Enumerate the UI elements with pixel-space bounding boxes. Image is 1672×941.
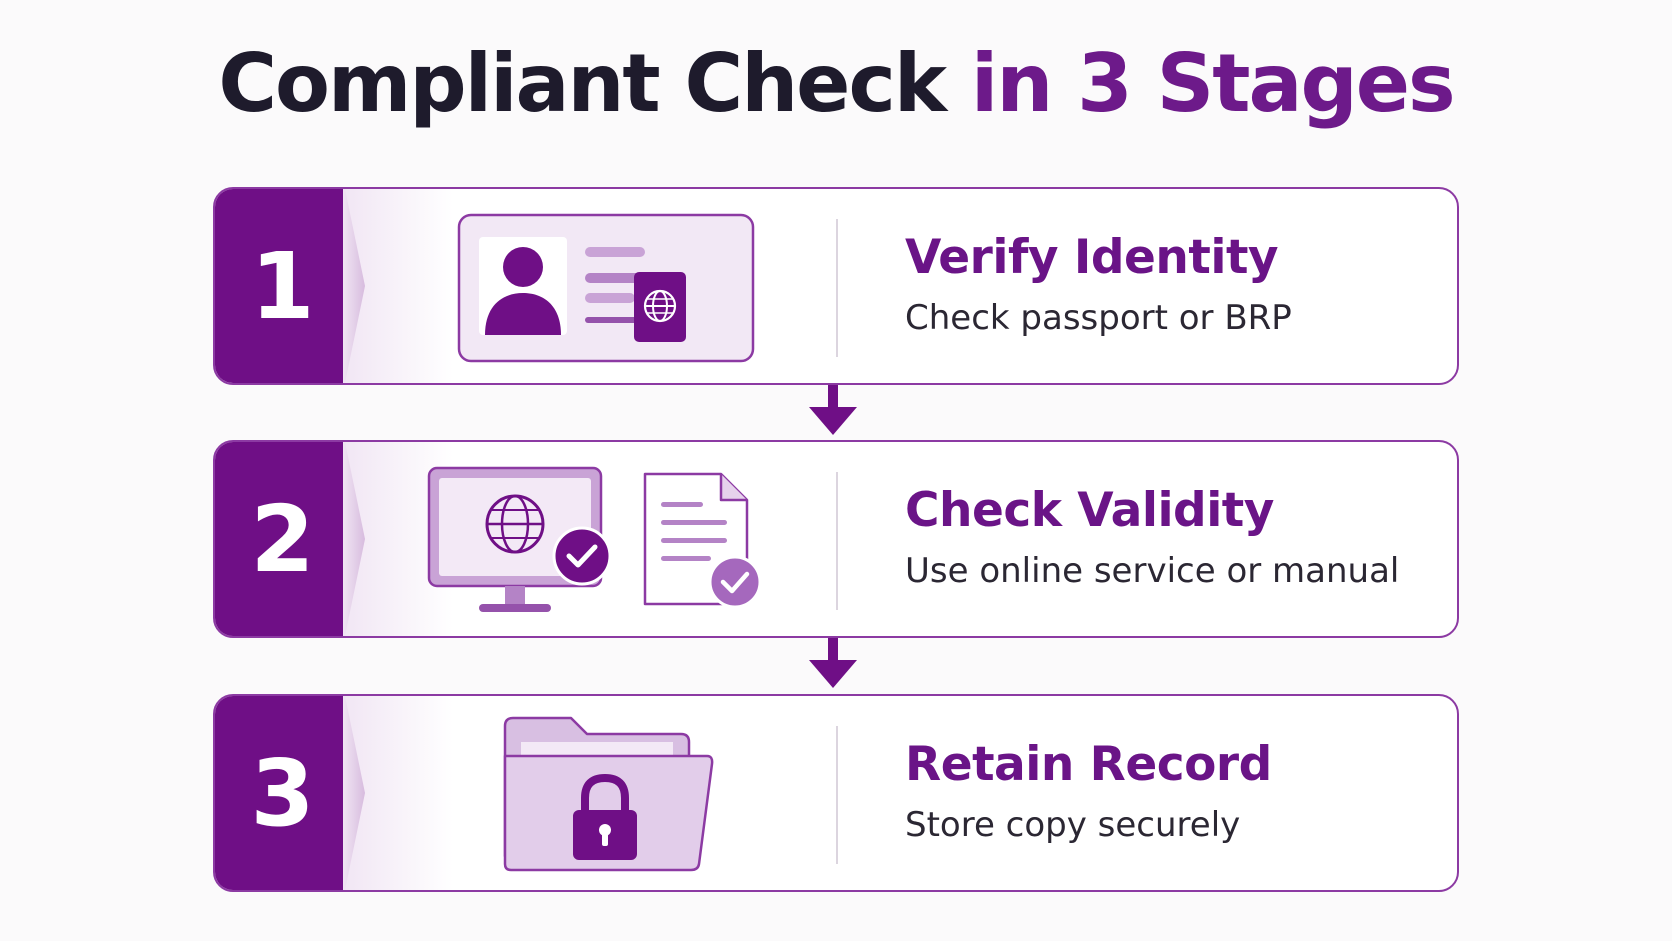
stage-number-tab [215,442,365,636]
stage-text: Check Validity Use online service or man… [905,482,1445,592]
title-part-1: Compliant Check [218,37,947,130]
stage-card-2: 2 Check Validity Use onl [213,440,1459,638]
stage-title: Retain Record [905,737,1272,792]
title-part-2: in 3 Stages [970,37,1456,130]
stage-card-3: 3 Retain Record Store copy securely [213,694,1459,892]
arrow-down-icon [809,638,857,688]
document-check-icon [643,472,762,609]
page-title: Compliant Check in 3 Stages [0,44,1672,124]
stage-description: Store copy securely [905,805,1241,845]
stage-number: 3 [250,739,315,847]
stage-card-1: 1 Verify Identity Check passport or BRP [213,187,1459,385]
stage-text: Retain Record Store copy securely [905,736,1445,846]
stage-illustration [415,442,795,636]
stage-number-tab [215,696,365,890]
stage-title: Verify Identity [905,230,1279,285]
stage-number-tab [215,189,365,383]
stage-number: 1 [250,232,315,340]
stage-description: Check passport or BRP [905,298,1292,338]
stage-text: Verify Identity Check passport or BRP [905,229,1445,339]
stage-illustration [415,696,795,890]
stage-title: Check Validity [905,483,1274,538]
stage-number: 2 [250,485,315,593]
passport-icon [634,272,686,342]
stage-description: Use online service or manual [905,551,1400,591]
monitor-globe-icon [427,466,612,612]
stage-illustration [415,189,795,383]
arrow-down-icon [809,385,857,435]
id-card-icon [457,213,755,363]
locked-folder-icon [503,716,714,872]
